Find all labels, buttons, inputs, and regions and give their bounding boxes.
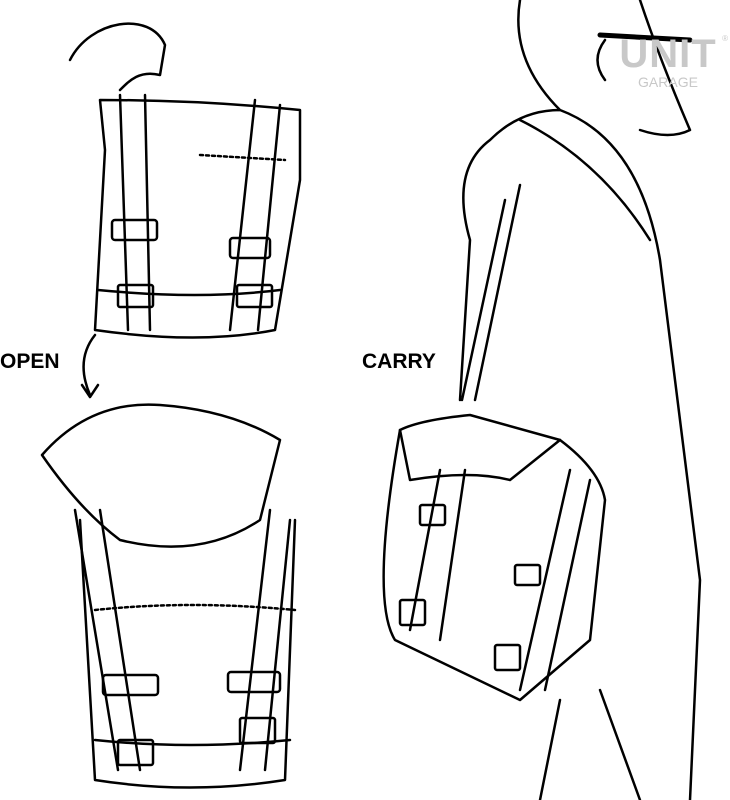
arrow-icon xyxy=(80,333,100,399)
closed-bag-drawing xyxy=(68,22,302,339)
open-bag-drawing xyxy=(40,403,297,789)
carry-label: CARRY xyxy=(362,350,436,373)
brand-logo: UNIT GARAGE ® xyxy=(612,32,728,90)
open-label: OPEN xyxy=(0,350,60,373)
registered-mark: ® xyxy=(722,34,728,43)
person-drawing xyxy=(458,0,702,800)
logo-brand: UNIT xyxy=(619,32,717,76)
carried-bag-drawing xyxy=(382,413,607,702)
logo-subtitle: GARAGE xyxy=(638,74,698,90)
